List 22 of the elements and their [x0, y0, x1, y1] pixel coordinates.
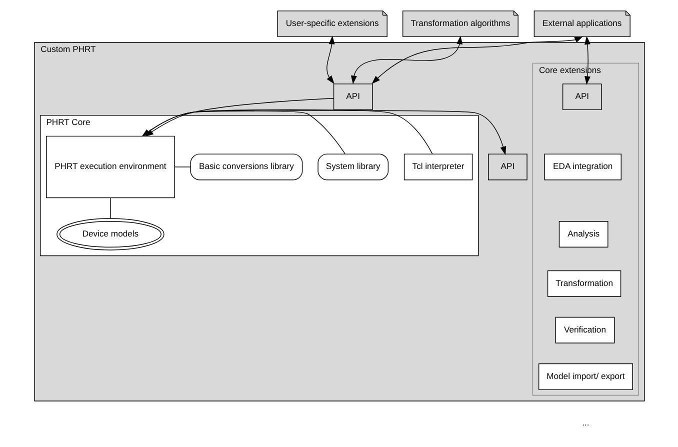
node-box: API [562, 84, 602, 110]
node-box: Model import/ export [538, 363, 632, 390]
arrow [326, 36, 334, 84]
arrow [141, 110, 506, 156]
node-box: Verification [554, 316, 614, 344]
node-box: API [332, 84, 372, 110]
node-box: EDA integration [544, 154, 621, 180]
node-box: API [488, 154, 527, 180]
node-box: Basic conversions library [190, 154, 302, 180]
label: ... [582, 417, 589, 428]
node-box: PHRT execution environment [46, 136, 174, 198]
node-box: Tcl interpreter [403, 154, 472, 180]
arrow [584, 36, 590, 85]
node-ellipse: Device models [56, 218, 164, 250]
connector [174, 166, 190, 168]
connector [142, 110, 346, 154]
arrow [350, 36, 462, 84]
node-box: Analysis [558, 221, 608, 248]
node-box: Transformation [546, 270, 621, 297]
node-box: System library [317, 154, 388, 180]
connector [142, 109, 432, 154]
arrow [371, 36, 583, 84]
